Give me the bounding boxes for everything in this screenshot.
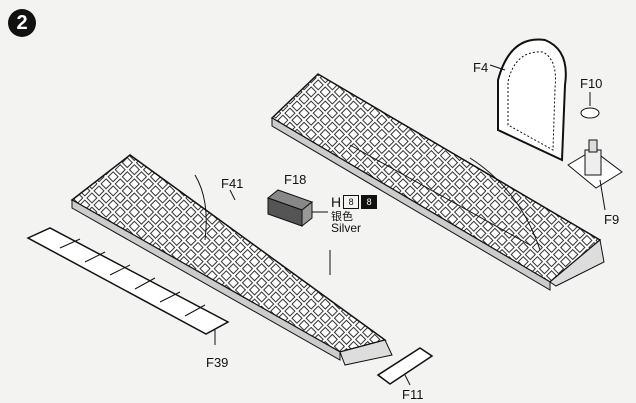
step-number-badge: 2 [8, 9, 36, 37]
label-f41: F41 [221, 176, 244, 191]
leader-lines [194, 64, 606, 386]
f11-plate-part [376, 347, 434, 385]
f39-ladder-part [26, 227, 230, 335]
f4-arch-part [497, 38, 567, 162]
label-f18: F18 [284, 172, 307, 187]
f10-cap-part [580, 107, 600, 119]
paint-box-dark: 8 [361, 195, 378, 209]
label-f10: F10 [580, 76, 603, 91]
label-f39: F39 [206, 355, 229, 370]
paint-chinese: 银色 [331, 211, 353, 223]
f41-deck-part [70, 154, 393, 366]
paint-box-light: 8 [343, 195, 360, 209]
label-f9: F9 [604, 212, 620, 227]
paint-english: Silver [331, 221, 362, 235]
paint-callout: H 8 8 [331, 194, 378, 210]
label-f11: F11 [402, 387, 424, 402]
f9-base-part [567, 139, 623, 189]
right-deck-part [270, 73, 605, 291]
f18-box-part [266, 189, 328, 228]
label-f4: F4 [473, 60, 489, 75]
paint-code: H [331, 194, 342, 210]
